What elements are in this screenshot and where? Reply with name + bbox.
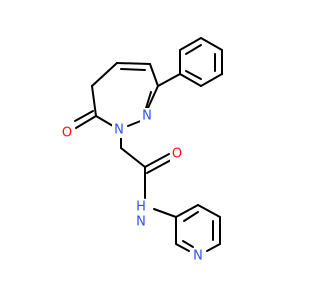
phenyl-double-bond [185,44,202,55]
phenyl-bond [179,37,202,51]
nitrogen-atom-label: N [142,109,152,124]
pyridine-bond [175,243,190,252]
amide-nitrogen-bond [153,208,177,218]
pyridine-bond [175,204,199,218]
amide-double-bond [146,159,172,174]
ring-bond [91,62,118,87]
oxygen-atom-label: O [172,147,182,162]
pyridine-double-bond [182,240,194,248]
pyridine-bond [197,204,221,218]
ring-bond [116,62,151,65]
ring-double-bond [120,68,146,71]
phenyl-bond [200,37,223,51]
carbonyl-bond [75,115,97,129]
phenyl-double-bond [185,70,202,80]
amide-hydrogen-label: H [136,200,146,215]
oxygen-atom-label: O [62,126,72,141]
amide-nitrogen-label: N [136,215,146,230]
phenyl-bond [200,73,223,87]
ring-bond [91,85,97,117]
pyridine-bond [206,243,221,252]
amide-bond [144,153,170,168]
ring-bond [147,85,159,109]
bond-layer [74,37,223,252]
ring-bond [149,63,159,87]
phenyl-link-bond [157,73,181,87]
pyridine-nitrogen-label: N [193,249,203,264]
phenyl-bond [179,73,202,87]
side-chain-bond [120,147,146,168]
ring-bond [95,115,114,127]
atom-label-layer: O N N O H N N [60,108,205,264]
pyridine-double-bond [183,211,199,222]
nitrogen-atom-label: N [114,123,124,138]
carbonyl-double-bond [74,110,94,122]
molecule-structure: O N N O H N N [60,37,223,264]
